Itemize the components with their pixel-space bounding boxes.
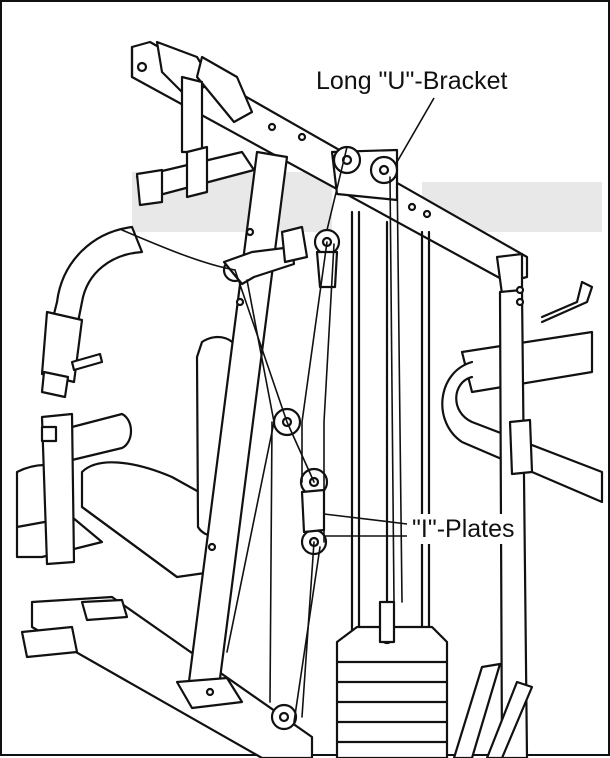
callout-i-plates: "I"-Plates — [408, 514, 519, 544]
foot-plate — [175, 676, 244, 710]
callout-long-u-bracket: Long "U"-Bracket — [312, 66, 512, 96]
top-pulley-housing — [155, 40, 254, 154]
leader-bracket — [396, 97, 435, 163]
leader-plates-upper — [323, 513, 408, 525]
cables — [121, 146, 403, 723]
left-press-arm — [40, 225, 144, 399]
mid-pulleys — [222, 225, 341, 289]
guide-rods — [350, 210, 431, 644]
right-arm-pad — [441, 280, 604, 504]
shading-band — [132, 172, 602, 232]
cable-pulleys — [270, 407, 329, 731]
upper-cross-member — [135, 145, 256, 207]
right-lower-legs — [452, 662, 534, 758]
leg-rollers — [15, 412, 133, 566]
base-rail — [20, 595, 314, 758]
weight-stack — [335, 600, 449, 758]
